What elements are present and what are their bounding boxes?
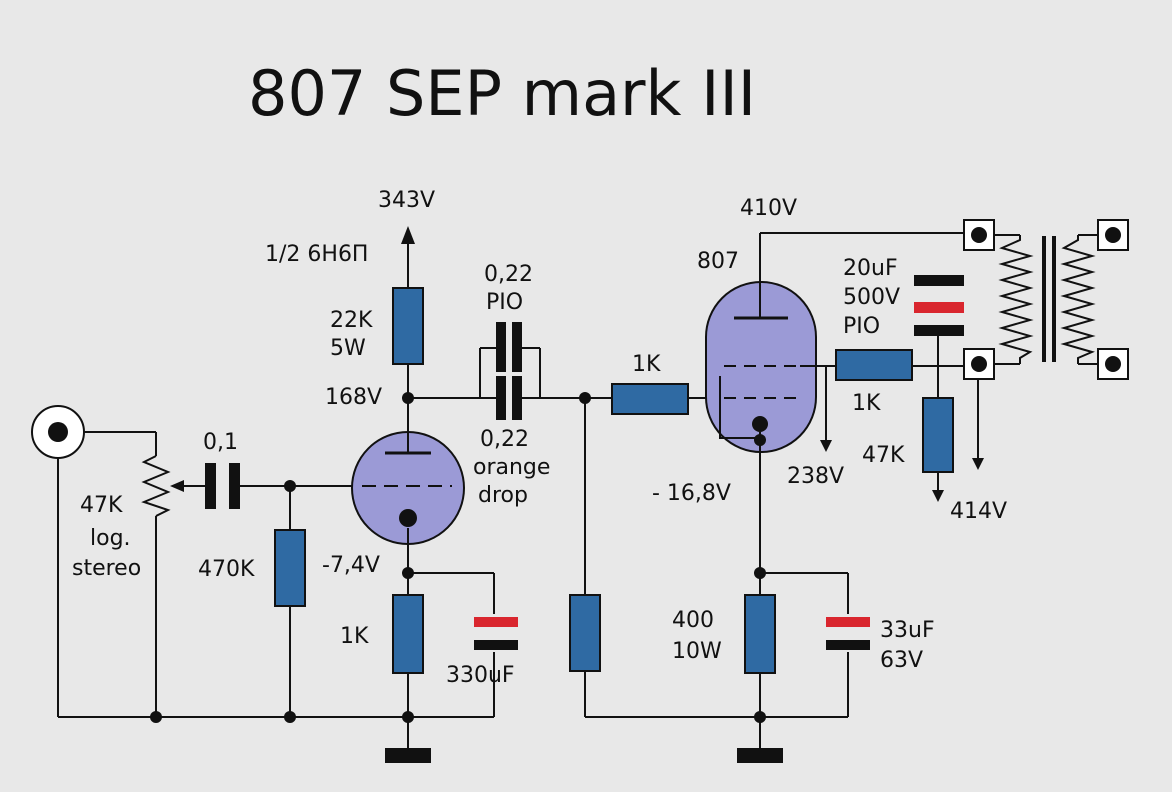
label-r470k: 470K xyxy=(198,557,255,582)
label-od-value: 0,22 xyxy=(480,427,529,452)
label-r22k-watt: 5W xyxy=(330,336,366,361)
label-r47k: 47K xyxy=(862,443,905,468)
label-r400-watt: 10W xyxy=(672,639,722,664)
cathode-capacitor-33uf xyxy=(826,617,870,650)
label-r400-value: 400 xyxy=(672,608,714,633)
label-tube2: 807 xyxy=(697,249,739,274)
input-jack xyxy=(31,405,85,459)
label-r1k-grid: 1K xyxy=(632,352,661,377)
output-transformer xyxy=(963,219,1129,380)
label-pot2: log. xyxy=(90,526,131,551)
label-v414: 414V xyxy=(950,499,1007,524)
screen-resistor-47k xyxy=(922,397,954,473)
label-tube1: 1/2 6Н6П xyxy=(265,242,368,267)
label-c33-value: 33uF xyxy=(880,618,935,643)
volume-potentiometer xyxy=(141,432,205,717)
cathode-resistor-400 xyxy=(744,594,776,674)
label-v168: 168V xyxy=(325,385,382,410)
label-od-type1: orange xyxy=(473,455,550,480)
screen-capacitor-20uf xyxy=(914,275,964,336)
label-pio1-value: 0,22 xyxy=(484,262,533,287)
cathode-capacitor-330uf xyxy=(474,617,518,650)
label-c330: 330uF xyxy=(446,663,515,688)
label-v410: 410V xyxy=(740,196,797,221)
screen-resistor-1k xyxy=(835,349,913,381)
label-c20-type: PIO xyxy=(843,314,880,339)
ground-symbol-2 xyxy=(737,748,783,763)
label-c01: 0,1 xyxy=(203,430,238,455)
schematic-title: 807 SEP mark III xyxy=(248,57,756,130)
label-pio1-type: PIO xyxy=(486,290,523,315)
interstage-capacitors xyxy=(479,322,612,420)
label-pot1: 47K xyxy=(80,493,123,518)
label-vm168: - 16,8V xyxy=(652,481,731,506)
label-od-type2: drop xyxy=(478,483,528,508)
coupling-capacitor-01 xyxy=(205,463,290,509)
label-c33-voltage: 63V xyxy=(880,648,923,673)
junction-dots xyxy=(150,392,766,723)
label-c20-value: 20uF xyxy=(843,256,898,281)
label-v343: 343V xyxy=(378,188,435,213)
label-r1k-cathode: 1K xyxy=(340,624,369,649)
grid-resistor-470k xyxy=(274,486,306,717)
input-wires xyxy=(57,431,494,718)
label-v238: 238V xyxy=(787,464,844,489)
label-c20-voltage: 500V xyxy=(843,285,900,310)
grid-leak-resistor xyxy=(569,398,848,718)
screen-network-wires xyxy=(912,336,984,502)
plate-resistor-22k xyxy=(392,287,424,365)
label-r1k-screen: 1K xyxy=(852,391,881,416)
label-r22k: 22K xyxy=(330,308,373,333)
label-pot3: stereo xyxy=(72,556,141,581)
label-vm74: -7,4V xyxy=(322,553,380,578)
grid-stopper-1k xyxy=(611,383,689,415)
ground-symbol-1 xyxy=(385,748,431,763)
cathode-resistor-1k xyxy=(392,594,424,674)
